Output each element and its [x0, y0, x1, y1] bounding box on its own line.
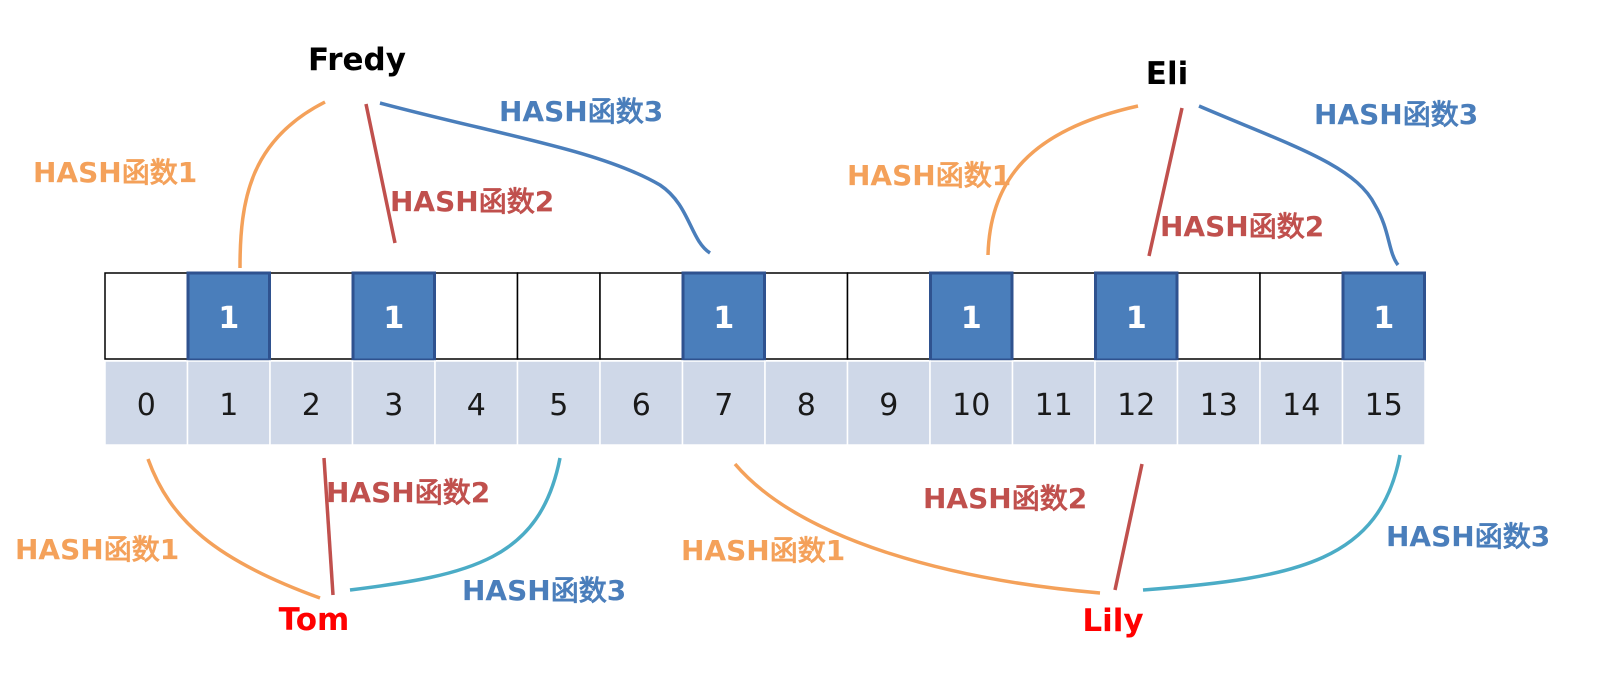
index-label: 12 [1117, 388, 1155, 423]
index-label: 4 [467, 388, 486, 423]
index-label: 13 [1200, 388, 1238, 423]
index-cell [269, 360, 354, 446]
tom-hash1-edge [146, 458, 321, 600]
fredy-hash2-label: HASH函数2 [390, 185, 554, 218]
index-cell [1341, 360, 1426, 446]
index-label: 1 [219, 388, 238, 423]
index-cell [1259, 360, 1344, 446]
index-cell [1011, 360, 1096, 446]
fredy-hash2-edge [364, 103, 397, 244]
fredy-hash3-label: HASH函数3 [499, 95, 663, 128]
index-label: 0 [137, 388, 156, 423]
bit-value: 1 [383, 301, 404, 336]
index-label: 15 [1365, 388, 1403, 423]
bit-value: 1 [1126, 301, 1147, 336]
bit-cell-set [929, 271, 1014, 362]
eli-hash1-edge [986, 104, 1139, 256]
eli-hash3-edge [1198, 104, 1400, 267]
bit-cell-set [681, 271, 766, 362]
index-label: 3 [384, 388, 403, 423]
bit-cell-set [351, 271, 436, 362]
bit-cell [434, 272, 519, 360]
index-cell [434, 360, 519, 446]
person-name-tom: Tom [279, 602, 350, 638]
index-label: 7 [714, 388, 733, 423]
bit-cell [269, 272, 354, 360]
person-name-lily: Lily [1082, 603, 1143, 639]
bit-cell [516, 272, 601, 360]
tom-hash3-label: HASH函数3 [462, 574, 626, 607]
lily-hash3-label: HASH函数3 [1386, 520, 1550, 553]
index-cell [764, 360, 849, 446]
tom-hash1-label: HASH函数1 [15, 533, 179, 566]
bit-cell [764, 272, 849, 360]
tom-hash3-edge [349, 457, 562, 592]
bit-value: 1 [713, 301, 734, 336]
index-label: 6 [632, 388, 651, 423]
bit-cell [1259, 272, 1344, 360]
bit-value: 1 [1373, 301, 1394, 336]
person-name-eli: Eli [1146, 56, 1188, 92]
bit-array: 1 1 1 1 1 1 [104, 271, 1426, 362]
bit-cell-set [186, 271, 271, 362]
fredy-hash1-edge [238, 100, 326, 269]
eli-hash2-edge [1147, 107, 1184, 257]
index-cell [1176, 360, 1261, 446]
eli-hash3-label: HASH函数3 [1314, 98, 1478, 131]
bit-cell [1011, 272, 1096, 360]
lily-hash1-edge [733, 462, 1101, 595]
index-cell [104, 360, 189, 446]
index-cell [516, 360, 601, 446]
bit-value: 1 [218, 301, 239, 336]
index-cell [186, 360, 271, 446]
tom-hash2-edge [322, 457, 335, 596]
eli-hash1-label: HASH函数1 [847, 159, 1011, 192]
bit-cell [104, 272, 189, 360]
index-cell [846, 360, 931, 446]
lily-hash3-edge [1142, 454, 1402, 592]
lily-hash1-label: HASH函数1 [681, 534, 845, 567]
index-label: 9 [879, 388, 898, 423]
tom-hash2-label: HASH函数2 [326, 476, 490, 509]
bit-cell [846, 272, 931, 360]
bit-cell-set [1341, 271, 1426, 362]
lily-hash2-label: HASH函数2 [923, 482, 1087, 515]
bit-cell-set [1094, 271, 1179, 362]
hash-edges [146, 100, 1402, 600]
index-cell [681, 360, 766, 446]
eli-hash2-label: HASH函数2 [1160, 210, 1324, 243]
index-label: 10 [952, 388, 990, 423]
bit-cell [1176, 272, 1261, 360]
index-label: 5 [549, 388, 568, 423]
fredy-hash3-edge [379, 101, 712, 255]
index-label: 14 [1282, 388, 1320, 423]
person-name-fredy: Fredy [308, 42, 406, 78]
index-label: 2 [302, 388, 321, 423]
bit-value: 1 [961, 301, 982, 336]
fredy-hash1-label: HASH函数1 [33, 156, 197, 189]
bit-cell [599, 272, 684, 360]
index-cell [351, 360, 436, 446]
lily-hash2-edge [1113, 463, 1144, 591]
index-label: 8 [797, 388, 816, 423]
index-label: 11 [1035, 388, 1073, 423]
